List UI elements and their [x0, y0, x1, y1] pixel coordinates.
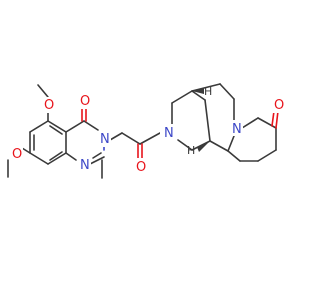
- bond: [227, 135, 235, 152]
- bond: [49, 125, 63, 135]
- bond: [191, 90, 206, 101]
- bond: [29, 120, 49, 133]
- lactam-nitrogen: N: [232, 122, 242, 137]
- bond: [65, 152, 77, 161]
- bond: [139, 132, 161, 145]
- benzene-ring: [29, 120, 67, 165]
- quinazolinone-nitrogen-1: N: [80, 158, 90, 173]
- bond: [219, 83, 235, 100]
- methoxy-oxygen-bottom: O: [12, 147, 22, 162]
- bond: [65, 120, 85, 133]
- molecule-structure: O O O N N O N N O H H: [7, 83, 285, 179]
- bond: [83, 120, 99, 131]
- bond: [47, 120, 67, 133]
- quinazolinone-nitrogen-3: N: [100, 132, 110, 147]
- label-background: [41, 97, 55, 113]
- label-background: [229, 120, 243, 136]
- methoxy-groups: [7, 84, 49, 178]
- label-background: [271, 97, 285, 113]
- stereo-hydrogen-bottom: H: [187, 144, 195, 157]
- quinazolinone-oxygen: O: [80, 94, 90, 109]
- lactam-oxygen: O: [274, 98, 284, 113]
- label-background: [77, 93, 91, 109]
- acetamide-linker: [109, 132, 161, 161]
- bond: [257, 117, 277, 129]
- stereo-wedge: [192, 88, 204, 94]
- bond: [241, 117, 259, 129]
- bond: [209, 140, 229, 152]
- bond: [227, 150, 241, 162]
- amide-oxygen: O: [136, 160, 146, 175]
- bond: [109, 132, 123, 141]
- bond: [47, 152, 67, 165]
- stereo-wedge: [197, 141, 210, 152]
- label-background: [9, 146, 23, 162]
- bond: [121, 132, 141, 145]
- bond: [171, 90, 193, 104]
- atom-labels: O O O N N O N N O H H: [9, 85, 285, 175]
- carbonyl-bond: [275, 110, 279, 129]
- molecule-structure-canvas: O O O N N O N N O H H: [7, 83, 285, 179]
- label-background: [77, 157, 91, 173]
- stereo-wedges: [192, 88, 210, 152]
- bicyclic-cage: [171, 83, 235, 152]
- carbonyl-bond: [271, 110, 275, 127]
- label-background: [160, 124, 176, 140]
- bond: [257, 149, 277, 162]
- bond: [177, 139, 193, 151]
- bond: [49, 151, 63, 161]
- label-background: [134, 158, 148, 174]
- amide-nitrogen: N: [164, 126, 174, 141]
- stereo-hydrogen-top: H: [204, 85, 212, 98]
- bond: [204, 99, 211, 142]
- piperidinone-ring: [227, 110, 279, 162]
- bond: [29, 152, 49, 165]
- bond: [21, 147, 31, 154]
- methoxy-oxygen-top: O: [44, 98, 54, 113]
- label-background: [97, 131, 111, 147]
- methoxy-methyl-bond: [37, 84, 49, 98]
- bond: [92, 152, 102, 159]
